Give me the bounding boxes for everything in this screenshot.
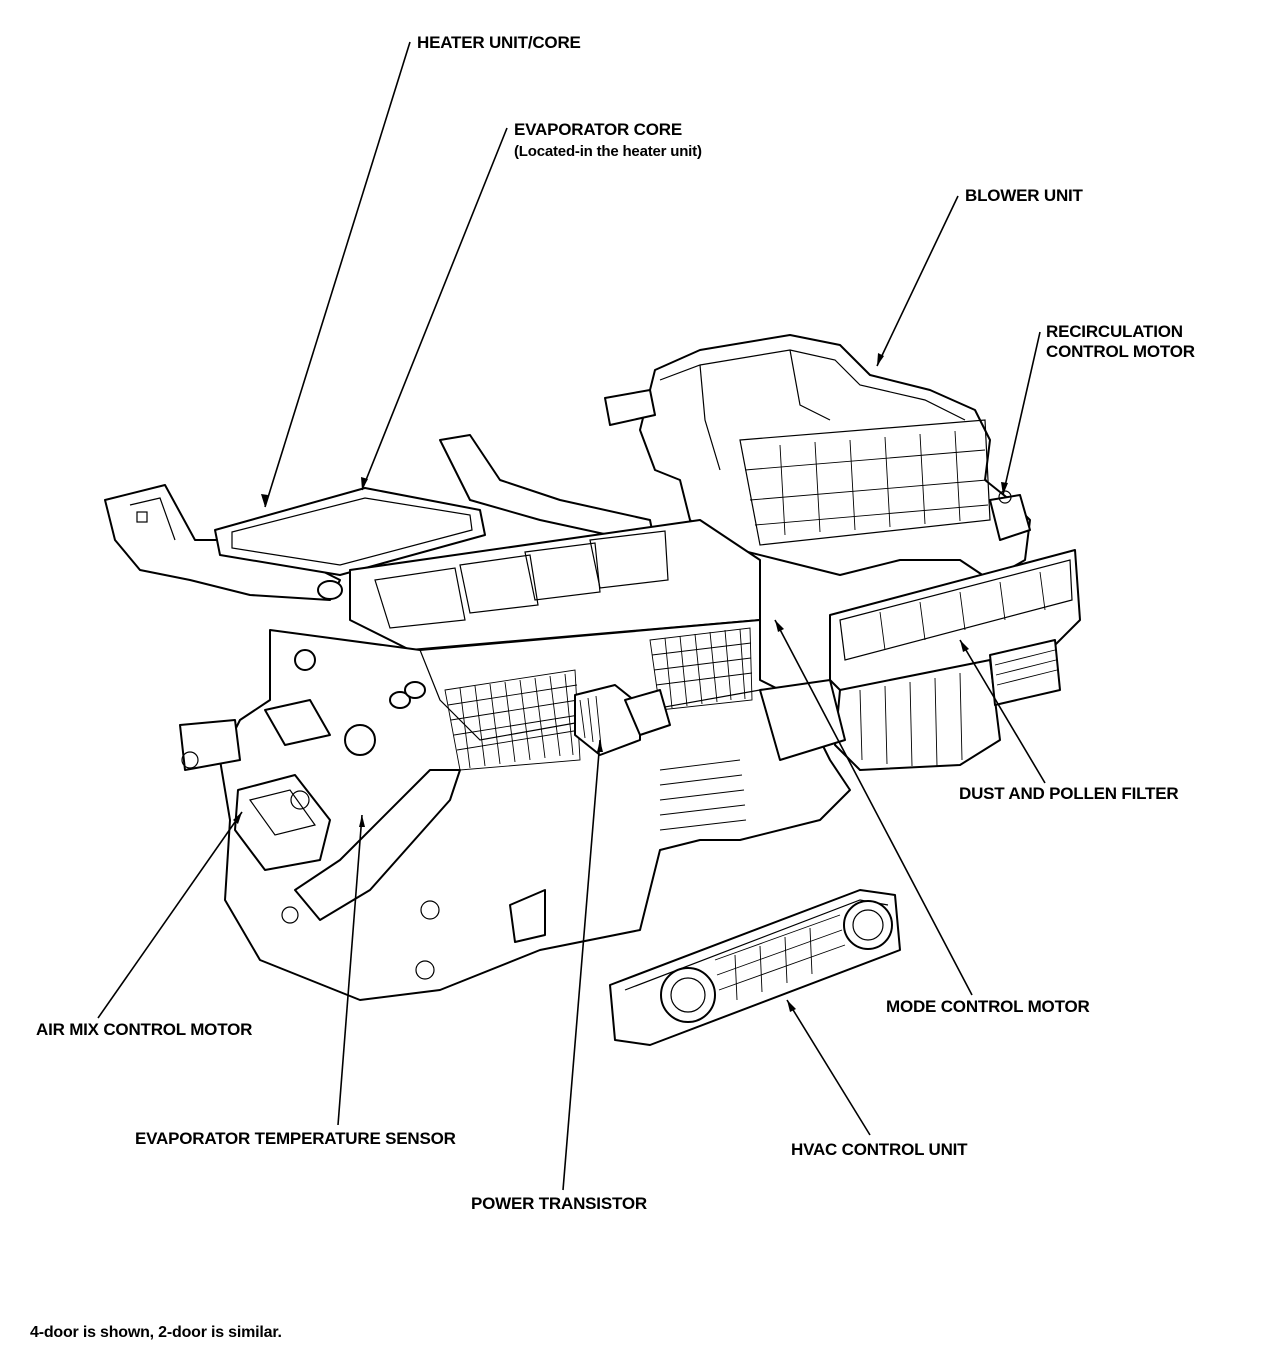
power-transistor-illustration: [574, 684, 671, 756]
label-evaporator-core: EVAPORATOR CORE: [514, 120, 682, 139]
leader-power-transistor: [562, 739, 601, 1191]
label-blower-unit: BLOWER UNIT: [965, 186, 1083, 205]
leader-mode-control-motor: [774, 619, 973, 996]
label-heater-unit-core: HEATER UNIT/CORE: [417, 33, 581, 52]
dust-pollen-filter-illustration: [829, 549, 1081, 771]
label-hvac-control-unit: HVAC CONTROL UNIT: [791, 1140, 968, 1159]
hvac-control-unit-illustration: [609, 889, 901, 1046]
footnote: 4-door is shown, 2-door is similar.: [30, 1324, 282, 1341]
label-air-mix-control-motor: AIR MIX CONTROL MOTOR: [36, 1020, 253, 1039]
label-evaporator-core-note: (Located-in the heater unit): [514, 143, 702, 160]
leader-blower-unit: [876, 195, 959, 367]
label-mode-control-motor: MODE CONTROL MOTOR: [886, 997, 1090, 1016]
leader-evaporator-core: [361, 127, 508, 491]
label-power-transistor: POWER TRANSISTOR: [471, 1194, 647, 1213]
leader-air-mix-motor: [97, 811, 243, 1019]
leader-lines: [97, 41, 1046, 1191]
heater-unit-illustration: [104, 434, 851, 1001]
label-dust-pollen-filter: DUST AND POLLEN FILTER: [959, 784, 1179, 803]
blower-unit-illustration: [604, 334, 1031, 581]
label-recirculation-line1: RECIRCULATION: [1046, 322, 1183, 341]
leader-dust-pollen-filter: [959, 639, 1046, 784]
label-evaporator-temperature-sensor: EVAPORATOR TEMPERATURE SENSOR: [135, 1129, 456, 1148]
leader-recirculation-motor: [1002, 331, 1041, 496]
label-recirculation-line2: CONTROL MOTOR: [1046, 342, 1195, 361]
leader-heater-unit-core: [264, 41, 411, 508]
leader-hvac-control-unit: [786, 999, 871, 1136]
leader-evaporator-temp-sensor: [337, 814, 363, 1126]
